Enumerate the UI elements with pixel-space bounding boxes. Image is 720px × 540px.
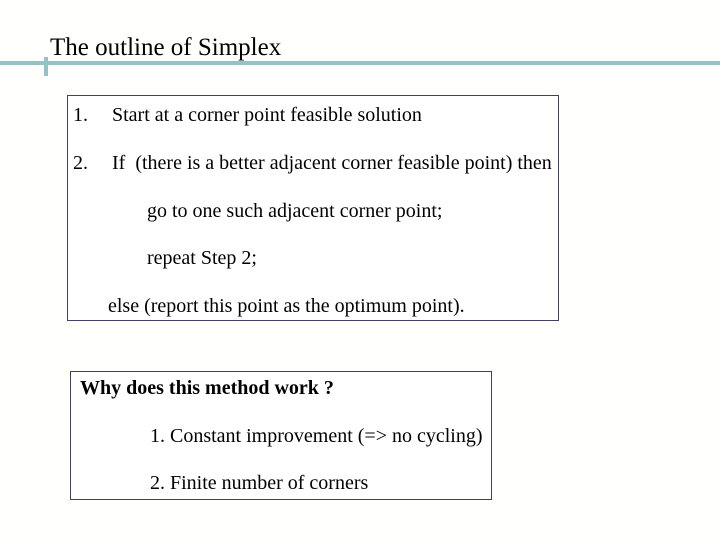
step-1-text: Start at a corner point feasible solutio… [112,104,422,126]
accent-rule [0,61,720,65]
step-2-number: 2. [73,152,88,174]
step-2-sub-line-goto: go to one such adjacent corner point; [147,200,443,222]
step-2-sub-line-repeat: repeat Step 2; [147,247,257,269]
step-2-text: If (there is a better adjacent corner fe… [112,152,552,174]
why-reason-1: 1. Constant improvement (=> no cycling) [150,425,483,447]
why-box [70,371,492,500]
algorithm-box [67,95,559,321]
step-1-number: 1. [73,104,88,126]
accent-tick [44,57,48,76]
slide-title: The outline of Simplex [50,34,282,61]
why-reason-2: 2. Finite number of corners [150,472,369,494]
why-box-heading: Why does this method work ? [80,377,334,399]
step-2-else-line: else (report this point as the optimum p… [108,295,465,317]
